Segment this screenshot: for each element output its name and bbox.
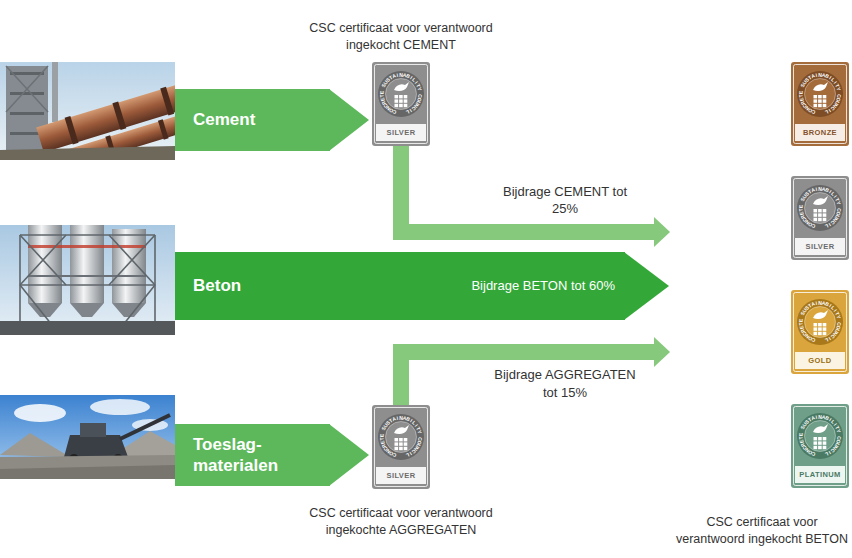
arrow-head: [654, 217, 670, 247]
badge-letter: T: [798, 208, 803, 212]
badge-letter: T: [798, 436, 803, 440]
badge-letter: T: [798, 322, 803, 326]
edge-label: Bijdrage AGGREGATEN tot 15%: [486, 366, 644, 401]
arrow-tip: [329, 89, 369, 151]
badge-ring-text: CONCRETE SUSTAINABILITY COUNCIL: [791, 176, 849, 236]
edge-label: Bijdrage CEMENT tot 25%: [501, 183, 629, 218]
certificate-badge: CONCRETE SUSTAINABILITY COUNCILSILVERCSC…: [372, 405, 430, 489]
concrete-plant-photo: [0, 225, 175, 335]
badge-letter: E: [379, 91, 384, 95]
badge-letter: E: [379, 434, 384, 438]
badge-letter: N: [818, 301, 822, 306]
badge-letter: N: [399, 73, 403, 78]
badge-letter: [836, 434, 841, 436]
badge-letter: Y: [835, 87, 841, 92]
badge-letter: A: [391, 73, 396, 79]
certificate-badge: CONCRETE SUSTAINABILITY COUNCILGOLD: [791, 290, 849, 374]
badge-letter: N: [818, 73, 822, 78]
badge-letter: Y: [835, 315, 841, 320]
certificate-badge: CONCRETE SUSTAINABILITY COUNCILSILVER: [791, 176, 849, 260]
badge-letter: A: [810, 301, 815, 307]
badge-letter: A: [810, 187, 815, 193]
badge-level: SILVER: [795, 238, 845, 255]
certificate-title: CSC certificaat voor verantwoord ingekoc…: [308, 20, 494, 54]
badge-letter: T: [379, 94, 384, 98]
badge-letter: I: [815, 73, 817, 78]
badge-letter: Y: [416, 430, 422, 435]
badge-letter: E: [798, 91, 803, 95]
certificate-badge: CONCRETE SUSTAINABILITY COUNCILBRONZE: [791, 62, 849, 146]
arrow-band: [401, 352, 654, 405]
flow-arrow-box: Beton Bijdrage BETON tot 60%: [175, 252, 625, 320]
badge-level: GOLD: [795, 352, 845, 369]
flow-arrow: [401, 146, 670, 247]
badge-ring-text: CONCRETE SUSTAINABILITY COUNCIL: [791, 404, 849, 464]
flow-arrow-box: Cement: [175, 89, 330, 151]
badge-letter: I: [396, 73, 398, 78]
arrow-tip: [624, 252, 669, 320]
certificate-badge: CONCRETE SUSTAINABILITY COUNCILPLATINUM: [791, 404, 849, 488]
certificate-badge: CSC certificaat voor verantwoord ingekoc…: [372, 62, 430, 146]
arrow-label: Beton: [193, 275, 241, 296]
certificate-title: CSC certificaat voor verantwoord ingekoc…: [672, 514, 852, 548]
badge-letter: N: [818, 415, 822, 420]
badge-ring-text: CONCRETE SUSTAINABILITY COUNCIL: [791, 62, 849, 122]
badge-letter: Y: [416, 87, 422, 92]
arrow-label: Toeslag- materialen: [193, 434, 303, 477]
badge-letter: I: [815, 301, 817, 306]
badge-level: SILVER: [376, 467, 426, 484]
badge-letter: Y: [835, 201, 841, 206]
badge-letter: E: [798, 205, 803, 209]
badge-level: PLATINUM: [795, 466, 845, 483]
arrow-band: [401, 146, 654, 232]
badge-ring-text: CONCRETE SUSTAINABILITY COUNCIL: [372, 405, 430, 465]
badge-level: SILVER: [376, 124, 426, 141]
badge-letter: [417, 435, 422, 437]
badge-ring-text: CONCRETE SUSTAINABILITY COUNCIL: [791, 290, 849, 350]
certificate-title: CSC certificaat voor verantwoord ingekoc…: [281, 505, 521, 539]
arrow-head: [654, 337, 670, 367]
flow-arrow: [401, 337, 670, 405]
contribution-label: Bijdrage BETON tot 60%: [471, 278, 615, 295]
badge-letter: I: [396, 416, 398, 421]
badge-letter: A: [391, 416, 396, 422]
badge-letter: N: [399, 416, 403, 421]
badge-letter: [836, 206, 841, 208]
badge-letter: [836, 320, 841, 322]
badge-letter: T: [379, 437, 384, 441]
badge-letter: I: [815, 415, 817, 420]
arrow-tip: [329, 424, 369, 486]
flow-arrow: [329, 424, 369, 486]
badge-letter: [417, 92, 422, 94]
flow-arrow: [329, 89, 369, 151]
arrow-label: Cement: [193, 109, 255, 130]
aggregates-photo: [0, 395, 175, 479]
flow-arrow: [624, 252, 669, 320]
badge-letter: E: [798, 433, 803, 437]
badge-letter: Y: [835, 429, 841, 434]
badge-letter: A: [810, 415, 815, 421]
badge-letter: E: [798, 319, 803, 323]
badge-letter: I: [815, 187, 817, 192]
badge-level: BRONZE: [795, 124, 845, 141]
certificate-column: CONCRETE SUSTAINABILITY COUNCILBRONZECON…: [672, 58, 852, 550]
flow-arrow-box: Toeslag- materialen: [175, 424, 330, 486]
badge-letter: T: [798, 94, 803, 98]
badge-letter: A: [810, 73, 815, 79]
badge-letter: [836, 92, 841, 94]
badge-letter: N: [818, 187, 822, 192]
badge-ring-text: CONCRETE SUSTAINABILITY COUNCIL: [372, 62, 430, 122]
